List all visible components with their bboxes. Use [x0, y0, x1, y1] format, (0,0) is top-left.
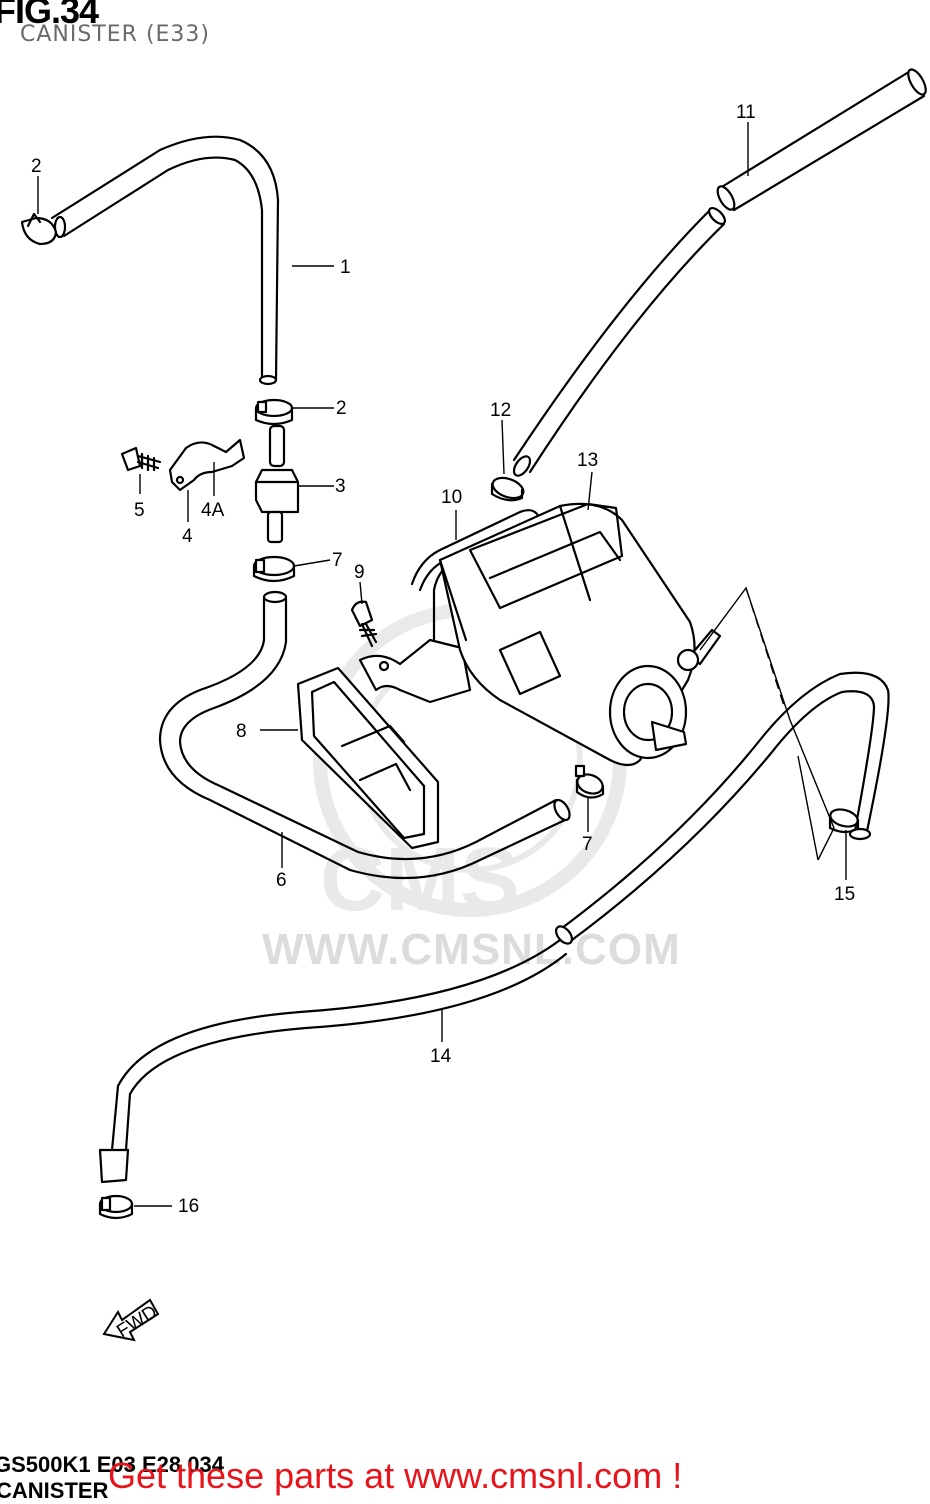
- footer-section-name: CANISTER: [0, 1478, 109, 1503]
- callout-1: 1: [340, 257, 351, 278]
- callout-9: 9: [354, 562, 365, 583]
- leader-lines: [37, 122, 847, 1207]
- callout-2-top: 2: [31, 156, 42, 177]
- callout-4: 4: [182, 526, 193, 547]
- callout-2-mid: 2: [336, 398, 347, 419]
- clamp-part-7-upper: [252, 555, 296, 583]
- clamp-part-7-lower: [574, 764, 605, 799]
- promo-link[interactable]: Get these parts at www.cmsnl.com !: [108, 1455, 683, 1496]
- callout-5: 5: [134, 500, 145, 521]
- figure-subtitle: CANISTER (E33): [20, 22, 210, 47]
- valve-part-3: [254, 424, 300, 544]
- bracket-part-4: [168, 438, 246, 492]
- callout-13: 13: [577, 450, 598, 471]
- callout-6: 6: [276, 870, 287, 891]
- callout-12: 12: [490, 400, 511, 421]
- clamp-part-15: [828, 808, 860, 834]
- hose-part-14: [98, 671, 890, 1184]
- callout-16: 16: [178, 1196, 199, 1217]
- hose-part-1: [50, 135, 280, 386]
- hose-part-11: [512, 68, 927, 477]
- bolt-part-5: [120, 446, 162, 472]
- fwd-arrow-icon: FWD: [102, 1298, 161, 1342]
- clamp-part-12: [490, 476, 525, 502]
- clamp-part-16: [98, 1194, 134, 1220]
- callout-15: 15: [834, 884, 855, 905]
- figure-title: FIG.34: [0, 0, 99, 31]
- callout-11: 11: [736, 102, 756, 123]
- bracket-part-8: [296, 638, 472, 850]
- clamp-part-2-top: [20, 212, 58, 246]
- assembly-guide-lines: [699, 586, 835, 861]
- callout-labels: 2 1 2 3 5 4A 4 7 9 10 11 12 13 8 7 6 15 …: [31, 102, 855, 1217]
- clamp-part-2-mid: [254, 398, 294, 426]
- callout-3: 3: [335, 476, 346, 497]
- callout-7-upper: 7: [332, 550, 343, 571]
- callout-8: 8: [236, 721, 247, 742]
- footer-diagram-code: GS500K1 E03 E28 034: [0, 1452, 224, 1477]
- screw-part-9: [350, 600, 378, 648]
- callout-4a: 4A: [201, 500, 225, 521]
- callout-10: 10: [441, 487, 462, 508]
- hose-part-6: [158, 590, 571, 880]
- canister-part-13: [438, 502, 722, 767]
- callout-7-lower: 7: [582, 834, 593, 855]
- watermark-text: WWW.CMSNL.COM: [262, 925, 681, 974]
- callout-14: 14: [430, 1046, 452, 1067]
